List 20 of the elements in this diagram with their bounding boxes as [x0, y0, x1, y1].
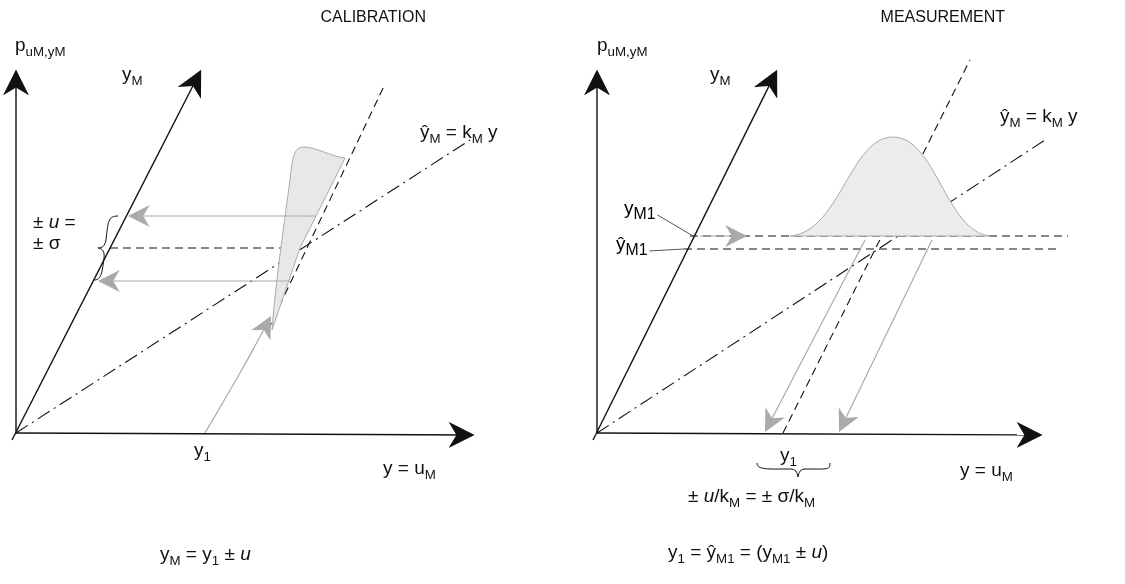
axis-label: y$_{M}$: [122, 64, 143, 89]
equation: y$_{M}$ = y$_{1}$ ± u: [160, 544, 251, 569]
axis-value-label: ŷ$_{M1}$: [616, 234, 648, 259]
equation-label: ŷ$_{M}$ = k$_{M}$ y: [1000, 106, 1078, 131]
axis-label: y = u$_{M}$: [960, 460, 1013, 485]
axis-value-label: y$_{M1}$: [624, 198, 656, 223]
axis-label: p$_{uM,yM}$: [15, 35, 66, 60]
leader-line: [649, 248, 685, 252]
axis-value-label: y$_{1}$: [194, 440, 211, 465]
axis-label: y$_{M}$: [710, 64, 731, 89]
uncertainty-label: ± u = ± σ: [33, 212, 77, 254]
equation-label: ŷ$_{M}$ = k$_{M}$ y: [420, 122, 498, 147]
axis-label: y = u$_{M}$: [383, 458, 436, 483]
axis-label: p$_{uM,yM}$: [597, 35, 648, 60]
equation: y$_{1}$ = ŷ$_{M1}$ = (y$_{M1}$ ± u): [668, 542, 829, 567]
uncertainty-label: ± u/k$_{M}$ = ± σ/k$_{M}$: [688, 486, 816, 511]
axis-value-label: y$_{1}$: [780, 445, 797, 470]
panel-title: CALIBRATION: [320, 8, 426, 26]
leader-line: [657, 214, 694, 237]
panel-title: MEASUREMENT: [880, 8, 1005, 26]
